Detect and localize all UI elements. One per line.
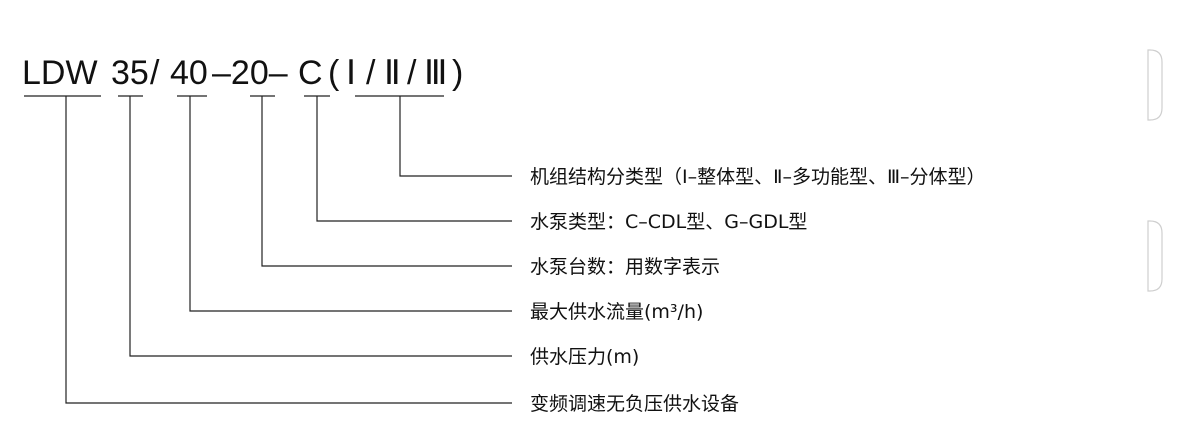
leader-pump-count — [261, 96, 512, 267]
desc-flow: 最大供水流量(m³/h) — [530, 301, 703, 323]
descriptions: 机组结构分类型（Ⅰ–整体型、Ⅱ–多功能型、Ⅲ–分体型） 水泵类型：C–CDL型、… — [530, 166, 986, 415]
code-paren-open: ( — [328, 54, 340, 92]
code-paren-close: ) — [452, 54, 463, 92]
leader-flow — [189, 96, 512, 312]
code-type-1: Ⅰ — [346, 54, 356, 92]
side-tab-bottom[interactable] — [1147, 220, 1163, 292]
leader-lines — [65, 96, 512, 404]
desc-series: 变频调速无负压供水设备 — [530, 393, 739, 415]
desc-pump-type: 水泵类型：C–CDL型、G–GDL型 — [530, 211, 807, 233]
leader-series — [65, 96, 512, 404]
desc-pressure: 供水压力(m) — [530, 346, 639, 368]
code-pump-count: –20– — [212, 54, 288, 92]
code-pressure: 35 — [111, 54, 149, 92]
code-type-2: Ⅱ — [384, 54, 401, 92]
leader-pressure — [129, 96, 512, 357]
side-tab-top[interactable] — [1147, 49, 1163, 121]
leader-structure-type — [399, 96, 512, 177]
code-slash-3: / — [407, 54, 417, 92]
code-slash-1: / — [150, 54, 160, 92]
code-slash-2: / — [366, 54, 376, 92]
desc-pump-count: 水泵台数：用数字表示 — [530, 256, 720, 278]
desc-structure-type: 机组结构分类型（Ⅰ–整体型、Ⅱ–多功能型、Ⅲ–分体型） — [530, 166, 986, 188]
code-type-3: Ⅲ — [424, 54, 447, 92]
model-code: LDW 35 / 40 –20– C ( Ⅰ / Ⅱ / Ⅲ ) — [22, 54, 463, 92]
side-tabs — [1147, 49, 1163, 292]
code-pump-type: C — [298, 54, 323, 92]
leader-pump-type — [316, 96, 512, 222]
code-series: LDW — [22, 54, 98, 92]
code-flow: 40 — [170, 54, 208, 92]
